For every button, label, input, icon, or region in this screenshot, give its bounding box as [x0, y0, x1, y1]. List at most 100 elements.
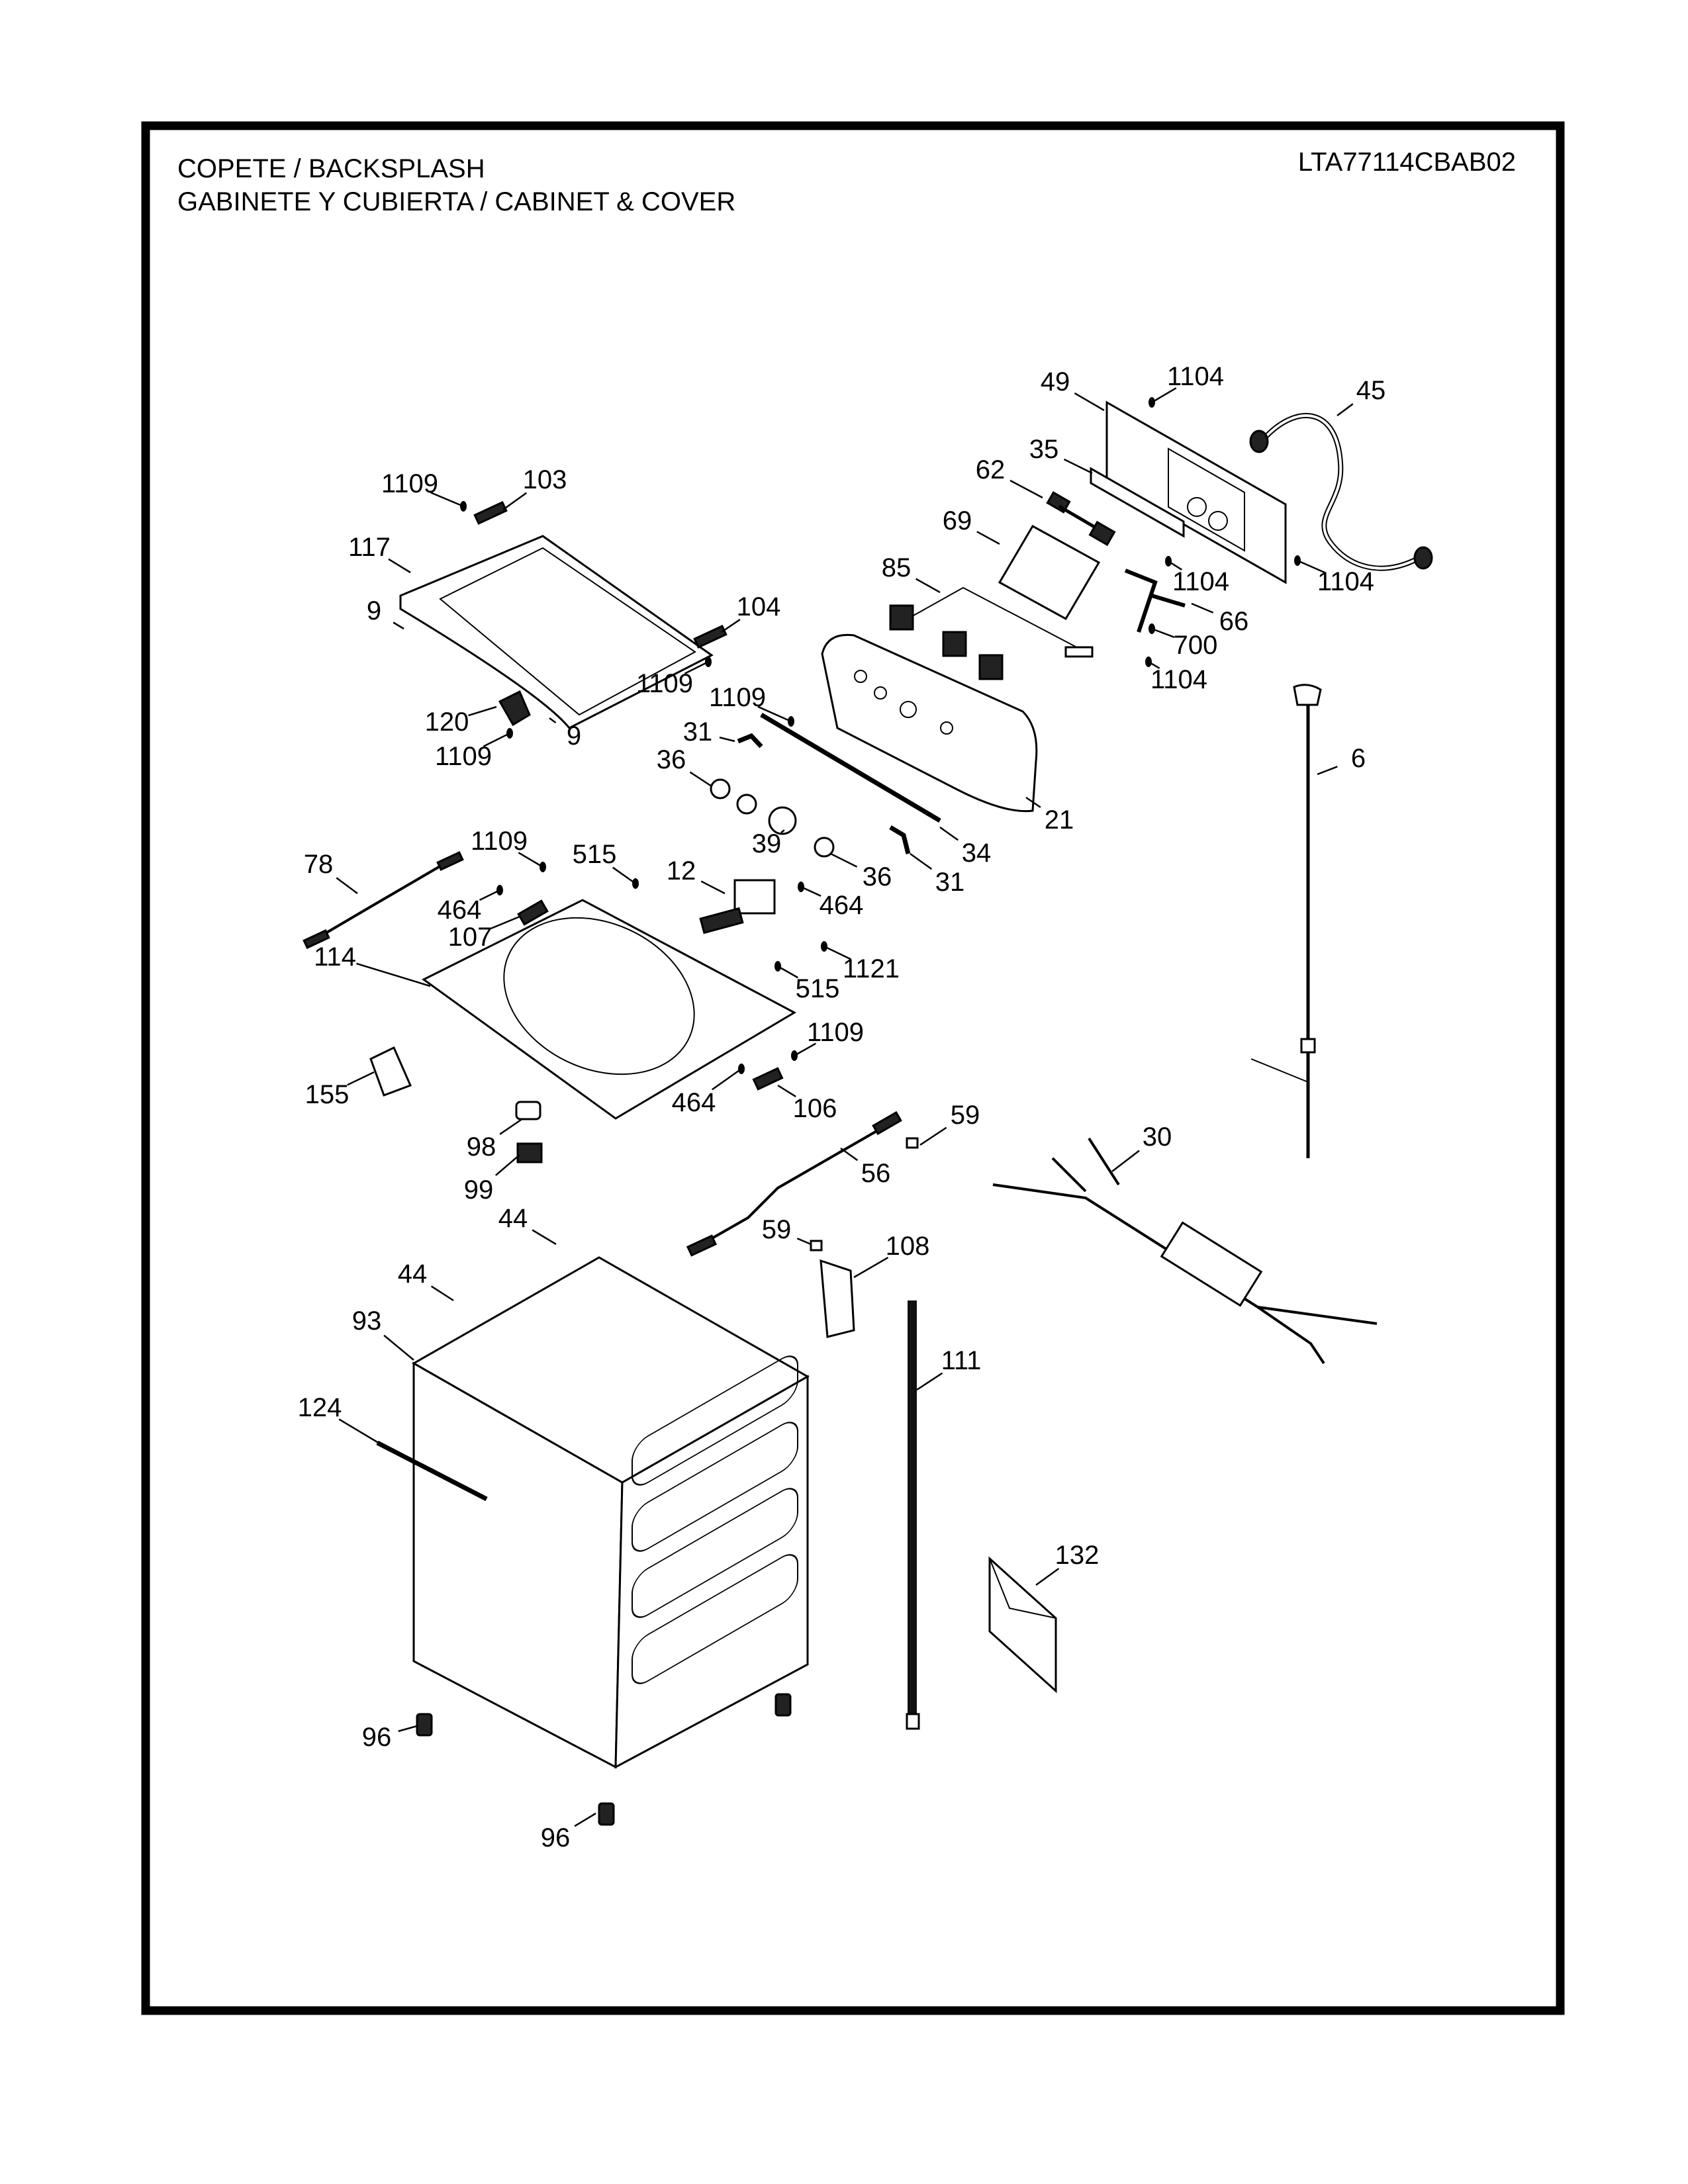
callout-drain-hose[interactable]: 111 — [941, 1346, 982, 1375]
callout-screw[interactable]: 1104 — [1150, 665, 1207, 694]
callout-screw[interactable]: 1109 — [381, 469, 438, 498]
callout-screw[interactable]: 1109 — [471, 827, 528, 856]
callout-bracket[interactable]: 106 — [793, 1094, 837, 1123]
leader-line-1109 — [430, 492, 464, 508]
callout-lid-lock[interactable]: 120 — [425, 707, 469, 737]
callout-dispenser[interactable]: 99 — [464, 1175, 494, 1205]
inlet-hose-part — [1249, 413, 1433, 571]
switch-harness-part — [889, 586, 1094, 680]
callout-panel-strip[interactable]: 35 — [1029, 435, 1059, 464]
clip-31b-part — [889, 825, 911, 854]
callout-screw[interactable]: 1104 — [1317, 567, 1374, 596]
page-frame — [141, 121, 1565, 2015]
leader-line-155 — [347, 1071, 375, 1086]
callout-knob-ring[interactable]: 36 — [657, 745, 686, 774]
cabinet-part — [411, 1256, 810, 1769]
leader-line-69 — [976, 531, 1000, 545]
leader-line-9 — [549, 717, 557, 723]
leader-line-39 — [780, 829, 785, 833]
callout-clip[interactable]: 59 — [762, 1215, 792, 1244]
callout-rear-panel[interactable]: 49 — [1041, 367, 1070, 396]
leader-line-31 — [719, 737, 735, 743]
callout-knob-ring-large[interactable]: 39 — [752, 829, 782, 858]
callout-screw[interactable]: 1109 — [709, 683, 766, 712]
callout-screw[interactable]: 515 — [796, 974, 840, 1003]
callout-clip[interactable]: 31 — [683, 717, 713, 747]
callout-screw[interactable]: 464 — [672, 1088, 716, 1117]
leader-line-132 — [1035, 1567, 1060, 1586]
harness-56-part — [686, 1111, 902, 1257]
leader-line-1109 — [483, 732, 510, 747]
callout-dispenser-cap[interactable]: 98 — [467, 1132, 496, 1161]
callout-harness[interactable]: 56 — [861, 1159, 891, 1188]
callout-control-board[interactable]: 69 — [943, 506, 972, 535]
callout-wire-harness[interactable]: 66 — [1219, 607, 1249, 636]
leader-line-21 — [1025, 796, 1041, 808]
callout-hinge[interactable]: 103 — [523, 465, 567, 494]
trim-strip-part — [760, 712, 941, 823]
callout-clip[interactable]: 44 — [398, 1259, 428, 1289]
callout-cabinet[interactable]: 93 — [352, 1306, 382, 1336]
callout-clip[interactable]: 59 — [951, 1101, 980, 1130]
callout-hinge[interactable]: 104 — [737, 592, 781, 621]
callout-bumper[interactable]: 9 — [367, 596, 381, 625]
callout-screw[interactable]: 515 — [573, 840, 617, 869]
bracket-106-part — [752, 1067, 784, 1091]
leader-line-464 — [479, 889, 500, 901]
callout-cabinet-strip[interactable]: 124 — [298, 1393, 342, 1422]
leader-line-66 — [1191, 602, 1214, 614]
callout-screw[interactable]: 464 — [438, 895, 482, 925]
leader-line-12 — [700, 880, 726, 895]
callout-bracket[interactable]: 62 — [976, 455, 1006, 484]
callout-bracket[interactable]: 107 — [448, 923, 492, 952]
callout-clip[interactable]: 44 — [498, 1204, 528, 1233]
callout-harness[interactable]: 78 — [304, 850, 334, 879]
leader-line-107 — [490, 915, 520, 930]
model-number: LTA77114CBAB02 — [1298, 148, 1516, 177]
leader-line-1109 — [518, 852, 543, 868]
leader-line-6 — [1317, 766, 1338, 776]
callout-leveling-leg[interactable]: 96 — [541, 1823, 571, 1852]
callout-leveling-leg[interactable]: 96 — [362, 1723, 392, 1752]
callout-trim-strip[interactable]: 34 — [962, 839, 992, 868]
callout-dispenser-cup[interactable]: 155 — [305, 1080, 350, 1109]
callout-knob-ring[interactable]: 36 — [863, 862, 892, 891]
literature-bag-part — [988, 1556, 1057, 1694]
callout-switch-harness[interactable]: 85 — [882, 553, 912, 582]
leader-line-106 — [777, 1084, 796, 1098]
callout-screw[interactable]: 1109 — [636, 669, 693, 698]
leader-line-104 — [721, 619, 741, 633]
callout-water-valve[interactable]: 12 — [667, 856, 696, 886]
knob-ring-36b-part — [736, 794, 757, 815]
leader-line-124 — [338, 1418, 381, 1445]
callout-screw[interactable]: 464 — [820, 891, 864, 920]
callout-console[interactable]: 21 — [1045, 805, 1074, 835]
callout-screw[interactable]: 1104 — [1172, 567, 1229, 596]
callout-screw[interactable]: 1109 — [435, 742, 492, 771]
leader-line-36 — [830, 852, 858, 868]
callout-screw[interactable]: 1104 — [1167, 362, 1224, 391]
leader-line-1104 — [1168, 560, 1182, 570]
hinge-103-part — [473, 500, 508, 525]
leader-line-96 — [574, 1812, 596, 1827]
cabinet-strip-part — [376, 1440, 488, 1502]
callout-lid[interactable]: 117 — [348, 533, 391, 562]
drain-hose-part — [906, 1300, 920, 1730]
callout-inlet-hose[interactable]: 45 — [1356, 376, 1386, 405]
callout-literature-bag[interactable]: 132 — [1055, 1541, 1100, 1570]
leader-line-1109 — [794, 1042, 817, 1057]
dispenser-cup-part — [369, 1046, 412, 1097]
callout-pump-cover[interactable]: 108 — [886, 1232, 930, 1261]
callout-screw[interactable]: 1121 — [843, 954, 900, 983]
leader-line-59 — [796, 1238, 812, 1246]
callout-screw[interactable]: 1109 — [807, 1018, 864, 1047]
callout-main-harness[interactable]: 30 — [1143, 1122, 1172, 1152]
leader-line-35 — [1063, 458, 1093, 475]
bracket-107-part — [517, 899, 549, 926]
callout-top-cover[interactable]: 114 — [314, 942, 356, 972]
callout-screw[interactable]: 700 — [1174, 631, 1218, 660]
callout-clip[interactable]: 31 — [935, 868, 965, 897]
callout-power-cord[interactable]: 6 — [1351, 744, 1366, 773]
callout-bumper[interactable]: 9 — [567, 721, 581, 751]
